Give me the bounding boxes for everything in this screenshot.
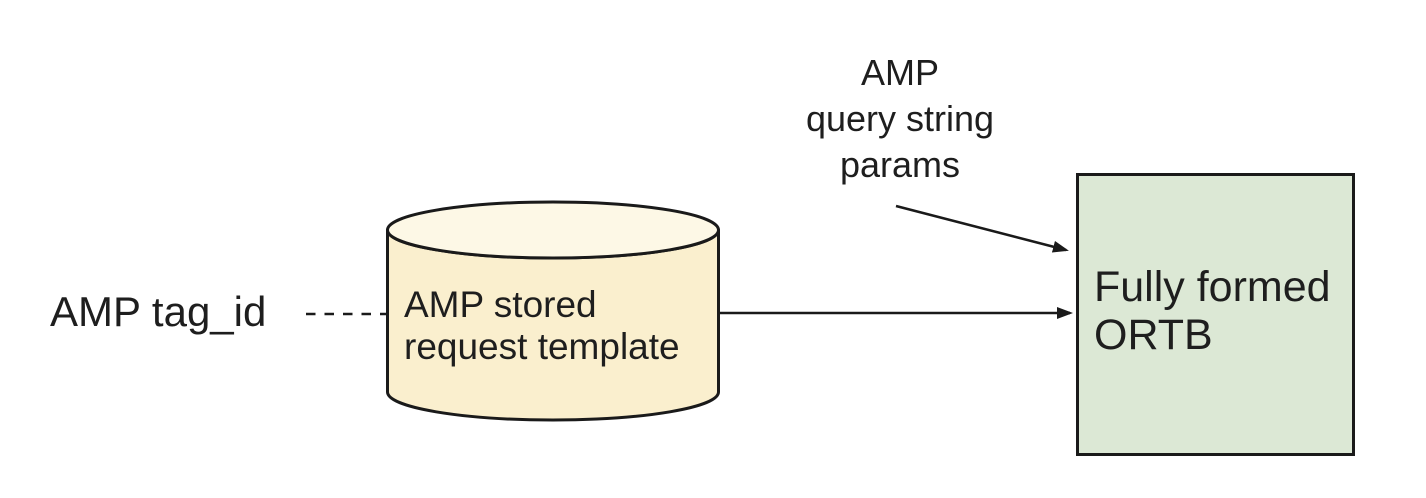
stored-request-line-1: AMP stored	[404, 284, 597, 325]
ortb-box	[1076, 173, 1355, 456]
query-params-line-1: AMP	[860, 52, 939, 93]
ortb-line-1: Fully formed	[1094, 263, 1331, 311]
stored-request-cylinder-top	[386, 200, 720, 260]
tag-id-label: AMP tag_id	[50, 288, 267, 335]
ortb-box-label: Fully formed ORTB	[1094, 263, 1331, 359]
stored-request-line-2: request template	[404, 326, 680, 367]
query-params-line-3: params	[839, 144, 961, 185]
query-params-line-2: query string	[805, 98, 995, 139]
query-params-label: AMP query string params	[790, 50, 1010, 188]
ortb-line-2: ORTB	[1094, 311, 1213, 359]
stored-request-cylinder-label: AMP stored request template	[404, 284, 680, 368]
connector-params-to-ortb	[895, 204, 1069, 253]
